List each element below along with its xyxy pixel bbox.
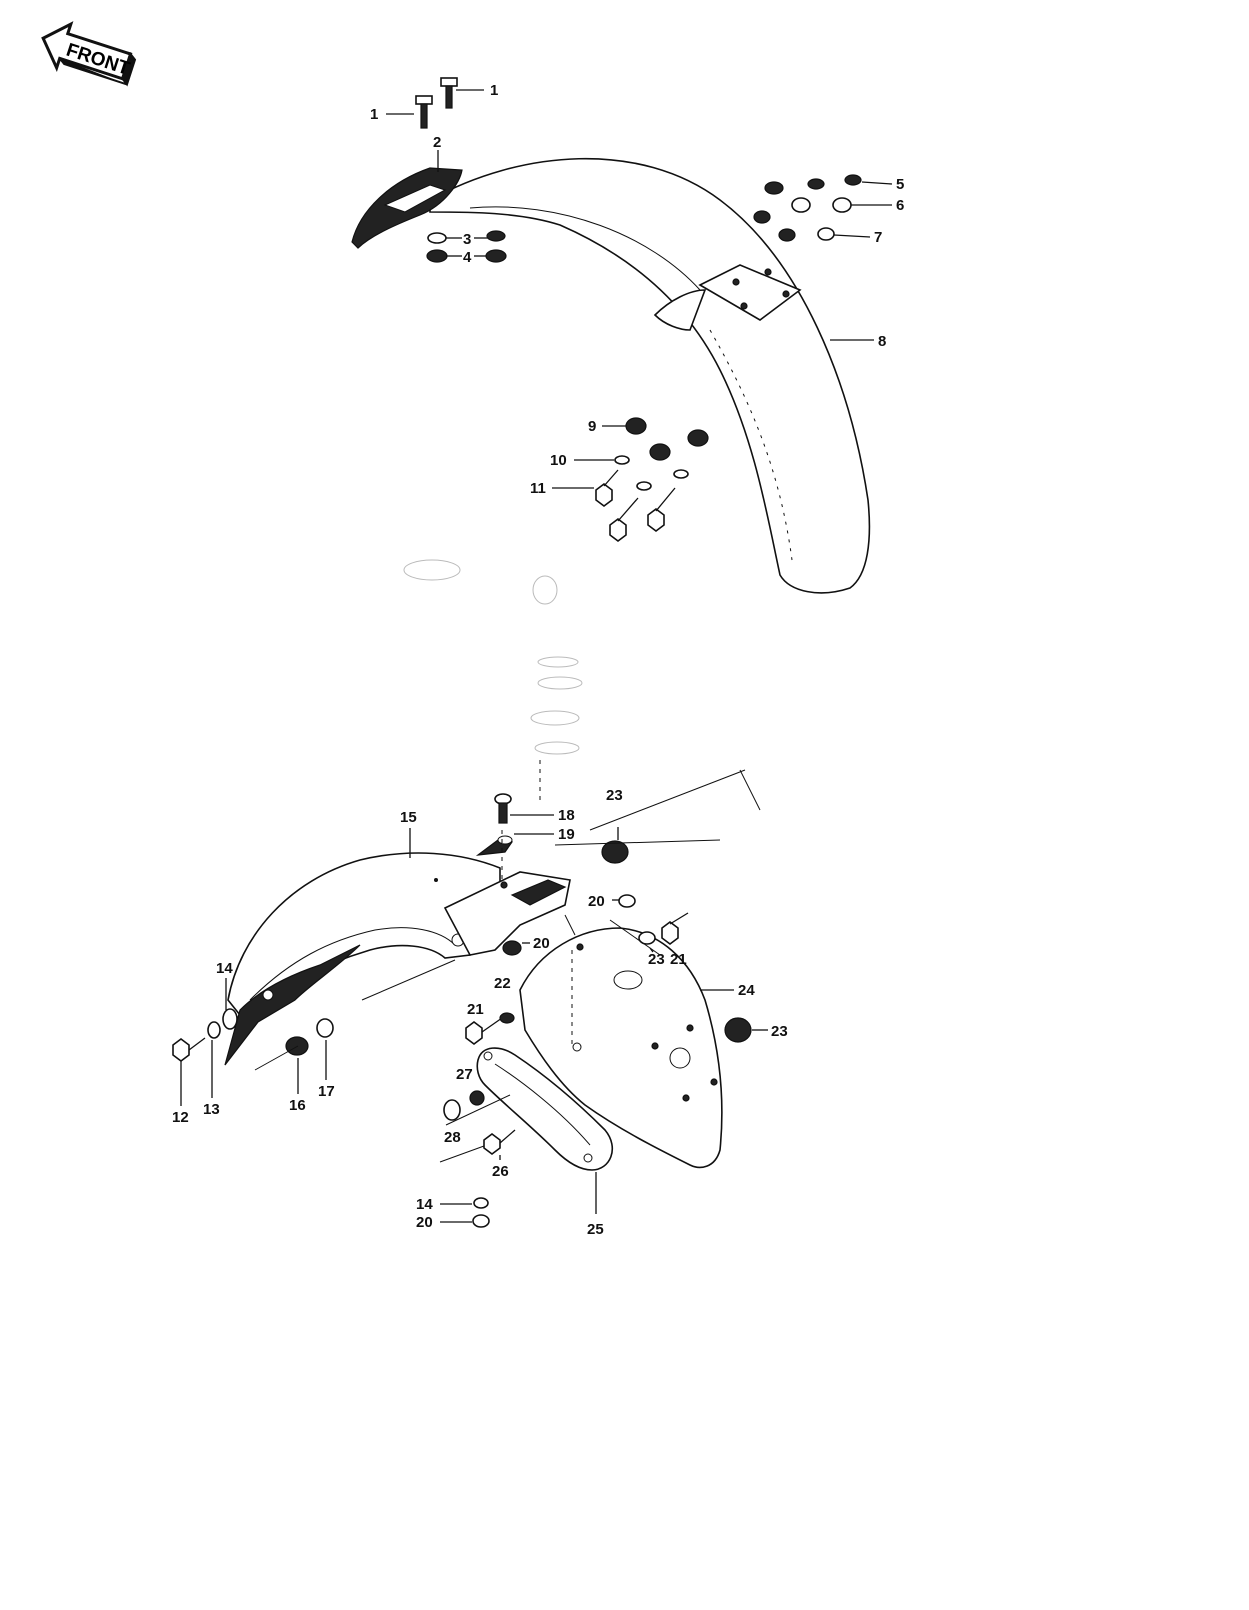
part-20-nuts — [472, 894, 636, 1228]
callout-17: 17 — [318, 1083, 335, 1100]
part-19-clip — [475, 835, 514, 856]
assembly-guide-lines — [254, 760, 761, 1163]
callout-7: 7 — [874, 229, 882, 246]
callout-1b: 1 — [370, 106, 378, 123]
part-22-washer — [499, 1012, 515, 1024]
callout-21a: 21 — [670, 951, 687, 968]
callout-23a: 23 — [606, 787, 623, 804]
part-23-grommets — [601, 840, 752, 1043]
callout-5: 5 — [896, 176, 904, 193]
callout-15: 15 — [400, 809, 417, 826]
callout-9: 9 — [588, 418, 596, 435]
callout-28: 28 — [444, 1129, 461, 1146]
callout-13: 13 — [203, 1101, 220, 1118]
callout-20b: 20 — [533, 935, 550, 952]
callout-20a: 20 — [588, 893, 605, 910]
leader-lines — [180, 89, 893, 1223]
callout-8: 8 — [878, 333, 886, 350]
callout-27: 27 — [456, 1066, 473, 1083]
part-9-grommets — [625, 417, 709, 461]
front-fender-mount-plate — [443, 871, 571, 956]
part-1-bolt-b — [415, 95, 433, 129]
callout-10: 10 — [550, 452, 567, 469]
front-fender-rear-section — [224, 852, 501, 1066]
callout-3: 3 — [463, 231, 471, 248]
part-4-nuts — [426, 249, 507, 263]
callout-23c: 23 — [771, 1023, 788, 1040]
part-1-bolt-a — [440, 77, 458, 109]
rear-fender — [429, 157, 871, 594]
callout-23b: 23 — [648, 951, 665, 968]
ghost-artifacts — [403, 559, 583, 755]
callout-4: 4 — [463, 249, 472, 266]
part-24-front-fender — [519, 927, 723, 1169]
part-10-washers — [614, 455, 689, 491]
callout-1a: 1 — [490, 82, 498, 99]
part-12-13-14-hardware — [172, 1008, 489, 1209]
part-3-washers — [427, 230, 506, 244]
part-25-bracket — [476, 1047, 614, 1171]
callout-2: 2 — [433, 134, 441, 151]
callout-labels: 1 1 2 3 4 5 6 7 8 9 10 11 12 13 14 14 15… — [172, 82, 904, 1238]
callout-20c: 20 — [416, 1214, 433, 1231]
callout-24: 24 — [738, 982, 755, 999]
callout-26: 26 — [492, 1163, 509, 1180]
callout-11: 11 — [530, 480, 546, 497]
callout-14a: 14 — [216, 960, 233, 977]
part-2-flap — [351, 167, 463, 249]
part-11-bolts — [595, 469, 676, 542]
callout-18: 18 — [558, 807, 575, 824]
callout-14b: 14 — [416, 1196, 433, 1213]
callout-6: 6 — [896, 197, 904, 214]
front-arrow-badge: FRONT — [41, 21, 137, 87]
callout-22: 22 — [494, 975, 511, 992]
callout-21b: 21 — [467, 1001, 484, 1018]
part-5-6-7-hardware — [753, 174, 862, 242]
callout-12: 12 — [172, 1109, 189, 1126]
callout-25: 25 — [587, 1221, 604, 1238]
part-18-bolt — [494, 793, 512, 824]
callout-19: 19 — [558, 826, 575, 843]
part-26-27-28-hardware — [443, 1090, 516, 1155]
callout-16: 16 — [289, 1097, 306, 1114]
part-21-bolts — [465, 912, 689, 1045]
